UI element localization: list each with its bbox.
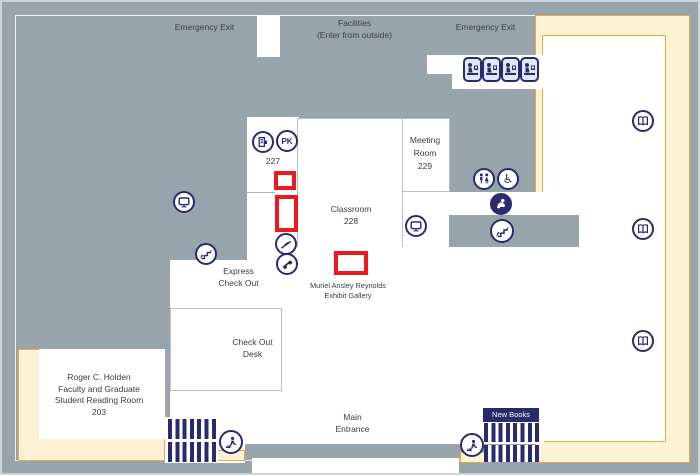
wall-block-below-corridor	[449, 215, 579, 247]
book-stacks	[168, 419, 218, 439]
new-books-stacks	[484, 445, 539, 462]
reading-room-203-floor	[39, 349, 165, 439]
exhibit-gallery-label: Muriel Ansley Reynolds Exhibit Gallery	[310, 281, 386, 300]
print-kiosk-icon: PK	[276, 130, 298, 152]
pk-label: PK	[281, 136, 293, 146]
corridor-floor	[449, 192, 579, 215]
study-carrel-icon	[482, 57, 501, 82]
copier-icon	[252, 131, 274, 153]
top-door-gap	[257, 15, 280, 57]
emergency-exit-label-right: Emergency Exit	[455, 22, 516, 32]
highlight-box	[274, 171, 296, 190]
wall-divider-227	[247, 192, 275, 193]
study-carrel-icon	[463, 57, 482, 82]
emergency-exit-label-left: Emergency Exit	[174, 22, 235, 32]
entrance-vestibule	[252, 458, 459, 473]
computer-icon	[405, 215, 427, 237]
checkout-desk-label: Check Out Desk	[232, 337, 273, 359]
new-books-label: New Books	[492, 410, 530, 419]
express-checkout-label: Express Check Out	[218, 266, 259, 288]
study-carrel-icon	[501, 57, 520, 82]
restroom-icon	[473, 168, 495, 190]
reading-area-icon	[632, 330, 654, 352]
meeting-room-229-label: Meeting Room 229	[409, 135, 441, 171]
reading-area-icon	[632, 110, 654, 132]
highlight-box	[275, 195, 298, 232]
reading-room-203-label: Roger C. Holden Faculty and Graduate Stu…	[54, 372, 144, 417]
wheelchair-icon: ♿	[497, 168, 519, 190]
study-carrel-icon	[520, 57, 539, 82]
new-books-sign: New Books	[482, 407, 540, 423]
facilities-label: Facilities (Enter from outside)	[316, 18, 393, 40]
room-227-label: 227	[265, 156, 281, 166]
express-checkout-floor	[170, 260, 282, 309]
drinking-fountain-icon	[490, 193, 512, 215]
book-stacks	[168, 442, 218, 462]
main-entrance-label: Main Entrance	[335, 412, 370, 434]
new-books-stacks	[484, 423, 539, 442]
security-gate-icon	[219, 430, 243, 454]
computer-icon	[173, 191, 195, 213]
security-gate-icon	[460, 433, 484, 457]
phone-icon	[276, 253, 298, 275]
classroom-228-label: Classroom 228	[330, 204, 372, 226]
stairs-icon	[490, 219, 514, 243]
book-return-icon	[275, 233, 297, 255]
checkout-desk-room	[170, 308, 282, 391]
highlight-box	[334, 251, 368, 275]
stairs-icon	[195, 243, 217, 265]
reading-area-icon	[632, 218, 654, 240]
